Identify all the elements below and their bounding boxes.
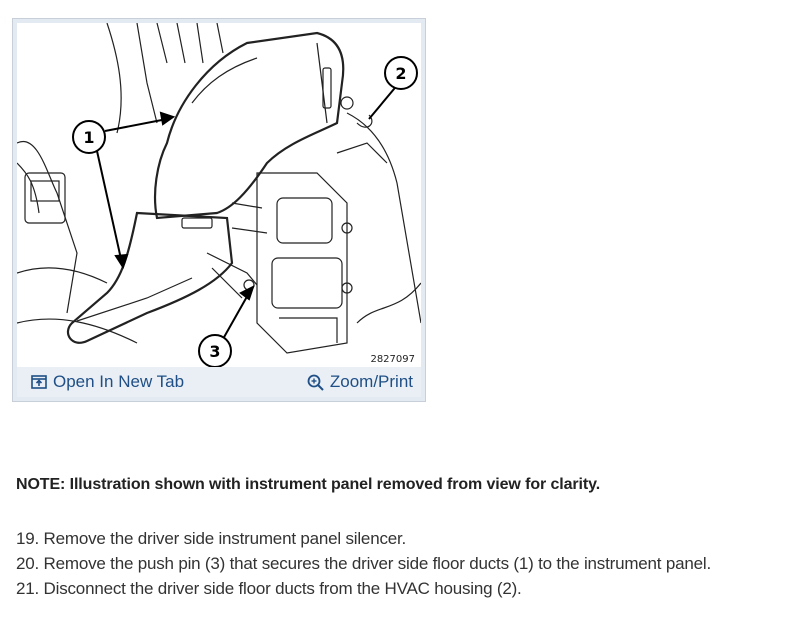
svg-text:1: 1 [83,128,94,147]
zoom-print-label: Zoom/Print [329,372,413,391]
note-text: NOTE: Illustration shown with instrument… [16,476,601,493]
figure-id: 2827097 [370,354,415,365]
figure-toolbar: Open In New Tab Zoom/Print [17,367,421,397]
svg-text:3: 3 [209,342,220,361]
step-19: 19. Remove the driver side instrument pa… [16,529,407,548]
open-in-new-tab-link[interactable]: Open In New Tab [31,372,184,392]
callout-2: 2 [384,56,418,90]
magnifier-icon [307,374,324,391]
open-tab-icon [31,375,47,389]
svg-text:2: 2 [395,64,406,83]
open-in-new-tab-label: Open In New Tab [53,372,185,391]
step-21: 21. Disconnect the driver side floor duc… [16,579,522,598]
zoom-print-link[interactable]: Zoom/Print [307,372,413,392]
figure-frame: 1 2 3 2827097 Open In New Tab [12,18,426,402]
step-20: 20. Remove the push pin (3) that secures… [16,554,711,573]
callout-1: 1 [72,120,106,154]
callout-3: 3 [198,334,232,367]
procedure-steps: 19. Remove the driver side instrument pa… [16,526,711,601]
duct-illustration: 1 2 3 [17,23,421,367]
illustration: 1 2 3 2827097 [17,23,421,367]
